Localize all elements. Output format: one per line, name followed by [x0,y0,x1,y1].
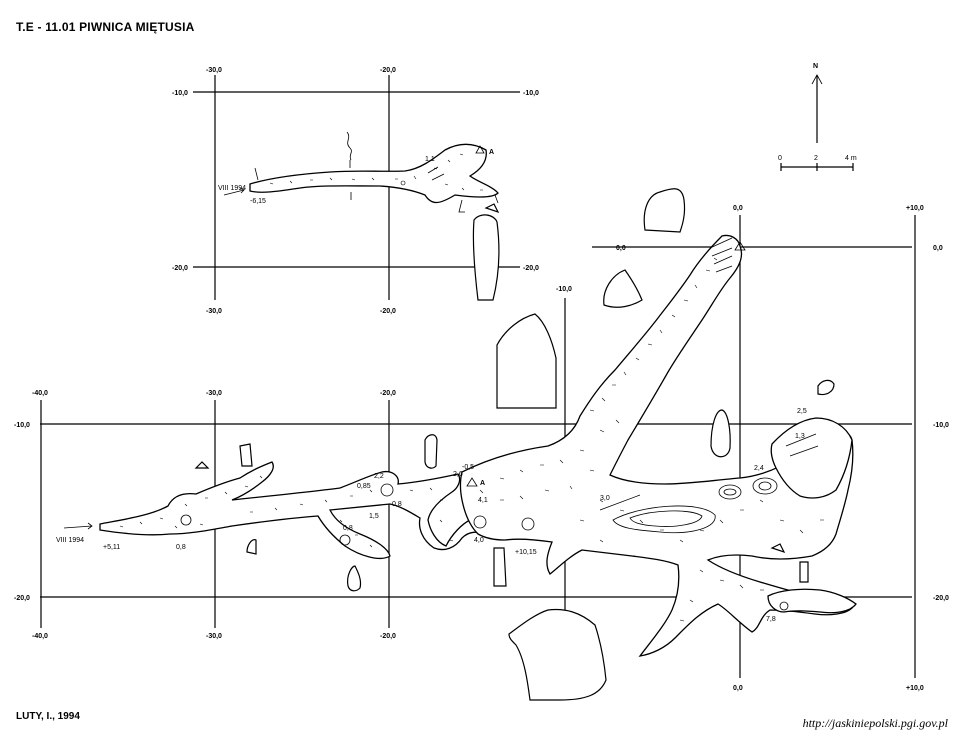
depth-label: 2,4 [754,465,764,472]
map-title: T.E - 11.01 PIWNICA MIĘTUSIA [16,20,195,34]
svg-text:N: N [813,63,818,70]
depth-label: 0,85 [357,483,371,490]
map-author: LUTY, I., 1994 [16,711,80,722]
top-grid-x-label: -30,0 [206,67,222,74]
station-label: A [489,149,494,156]
grid-y-label: -20,0 [933,595,949,602]
section-shape [493,547,507,587]
depth-label: -0,5 [462,464,474,471]
depth-label: 0,8 [176,544,186,551]
top-grid-y-label: -10,0 [172,90,188,97]
top-grid-x-label: -30,0 [206,308,222,315]
grid-x-label: -20,0 [380,390,396,397]
grid-x-label: +10,0 [906,205,924,212]
north-arrow: N [811,63,823,143]
main-cave-plan: A VIII 1994 +5,11 0,8 0,8 2,2 0,85 1,5 0… [56,234,857,657]
grid-y-label: -20,0 [14,595,30,602]
depth-label: 0,8 [343,525,353,532]
depth-label: 3,0 [600,495,610,502]
depth-label: 0,8 [392,501,402,508]
depth-label: 1,5 [369,513,379,520]
entrance-depth: +5,11 [103,544,120,551]
depth-label: +10,15 [515,549,537,556]
section-shape [347,565,362,592]
top-grid-y-label: -10,0 [523,90,539,97]
section-shape [770,543,786,554]
section-shape [194,461,210,469]
top-grid-x-label: -20,0 [380,308,396,315]
top-grid-x-label: -20,0 [380,67,396,74]
depth-label: 1,3 [795,433,805,440]
top-grid-y-label: -20,0 [523,265,539,272]
grid-x-label: -40,0 [32,633,48,640]
grid-x-label: -10,0 [556,286,572,293]
entrance-date: VIII 1994 [218,185,246,192]
station-label: A [480,480,485,487]
section-shape [643,188,686,233]
grid-x-label: 0,0 [733,685,743,692]
grid-x-label: -20,0 [380,633,396,640]
grid-x-label: 0,0 [733,205,743,212]
grid-x-label: +10,0 [906,685,924,692]
cross-sections [194,188,835,701]
section-shape [508,608,607,701]
depth-label: 1,1 [425,156,435,163]
grid-y-label: 0,0 [616,245,626,252]
grid-y-label: -10,0 [14,422,30,429]
top-cave-plan: A 1,1 VIII 1994 -6,15 [218,131,500,301]
depth-label: 2,6 [453,471,463,478]
section-shape [246,539,257,555]
depth-label: 2,5 [797,408,807,415]
section-shape [603,269,643,308]
grid-x-label: -30,0 [206,633,222,640]
source-url[interactable]: http://jaskiniepolski.pgi.gov.pl [802,716,948,730]
grid-x-label: -30,0 [206,390,222,397]
scale-bar: 0 2 4 m [778,155,857,171]
grid-x-label: -40,0 [32,390,48,397]
grid-y-label: 0,0 [933,245,943,252]
depth-label: 4,0 [474,537,484,544]
section-shape [710,409,731,458]
svg-text:4 m: 4 m [845,155,857,162]
depth-label: 4,1 [478,497,488,504]
section-shape [496,313,557,409]
section-shape [424,434,438,469]
top-grid: -30,0 -20,0 -30,0 -20,0 -10,0 -10,0 -20,… [172,67,539,315]
top-grid-y-label: -20,0 [172,265,188,272]
entrance-depth: -6,15 [250,198,266,205]
section-shape [484,203,500,214]
depth-label: 7,8 [766,616,776,623]
svg-text:2: 2 [814,155,818,162]
grid-y-label: -10,0 [933,422,949,429]
section-shape [817,379,835,396]
depth-label: 2,2 [374,473,384,480]
entrance-date: VIII 1994 [56,537,84,544]
svg-text:0: 0 [778,155,782,162]
section-shape [799,561,809,583]
section-shape [239,443,253,467]
